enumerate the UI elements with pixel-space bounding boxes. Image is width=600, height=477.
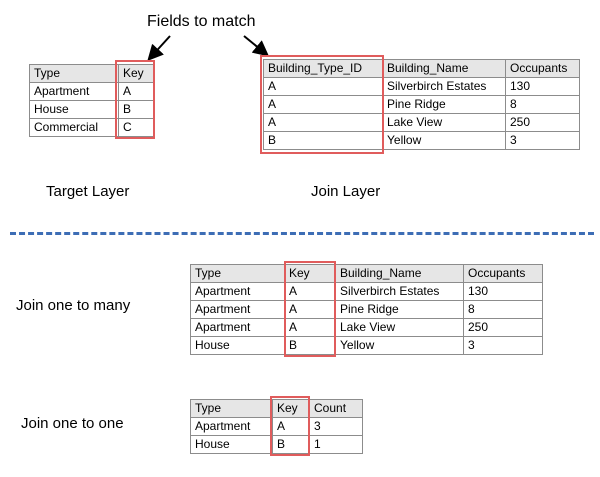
- header-cell: Building_Name: [382, 59, 506, 78]
- one-to-one-table: Type Key Count Apartment A 3 House B 1: [190, 399, 363, 454]
- table-row: A Pine Ridge 8: [263, 95, 580, 114]
- cell: 1: [309, 435, 363, 454]
- cell: 3: [309, 417, 363, 436]
- cell: Apartment: [190, 318, 285, 337]
- header-cell: Key: [272, 399, 310, 418]
- header-cell: Building_Name: [335, 264, 464, 283]
- table-row: Apartment A Silverbirch Estates 130: [190, 282, 543, 301]
- table-row: Apartment A Lake View 250: [190, 318, 543, 337]
- one-to-many-table: Type Key Building_Name Occupants Apartme…: [190, 264, 543, 355]
- cell: Apartment: [190, 282, 285, 301]
- header-cell: Type: [29, 64, 119, 83]
- cell: Lake View: [335, 318, 464, 337]
- cell: Apartment: [190, 417, 273, 436]
- header-cell: Count: [309, 399, 363, 418]
- cell: Pine Ridge: [335, 300, 464, 319]
- header-cell: Building_Type_ID: [263, 59, 383, 78]
- cell: Silverbirch Estates: [382, 77, 506, 96]
- join-layer-table: Building_Type_ID Building_Name Occupants…: [263, 59, 580, 150]
- cell: Yellow: [335, 336, 464, 355]
- cell: Yellow: [382, 131, 506, 150]
- arrow-to-building-type-id-column: [243, 35, 270, 57]
- cell: Pine Ridge: [382, 95, 506, 114]
- one-to-one-key-highlight: [270, 396, 310, 456]
- cell: House: [190, 435, 273, 454]
- section-divider: [10, 232, 594, 235]
- join-layer-caption: Join Layer: [311, 183, 381, 200]
- cell: House: [190, 336, 285, 355]
- cell: 8: [505, 95, 580, 114]
- target-layer-caption: Target Layer: [46, 183, 130, 200]
- header-cell: Key: [284, 264, 336, 283]
- annotation-arrows: [147, 35, 270, 61]
- table-row: House B: [29, 100, 154, 119]
- table-row: Commercial C: [29, 118, 154, 137]
- table-row: Apartment A 3: [190, 417, 363, 436]
- arrow-to-key-column: [147, 35, 171, 61]
- cell: 3: [463, 336, 543, 355]
- one-to-one-caption: Join one to one: [21, 415, 124, 432]
- one-to-many-caption: Join one to many: [16, 297, 131, 314]
- table-header-row: Building_Type_ID Building_Name Occupants: [263, 59, 580, 78]
- table-row: House B 1: [190, 435, 363, 454]
- one-to-many-key-highlight: [284, 261, 336, 357]
- header-cell: Type: [190, 399, 273, 418]
- target-layer-table: Type Key Apartment A House B Commercial …: [29, 64, 154, 137]
- table-header-row: Type Key Building_Name Occupants: [190, 264, 543, 283]
- cell: 130: [505, 77, 580, 96]
- fields-to-match-label: Fields to match: [147, 13, 256, 30]
- cell: 3: [505, 131, 580, 150]
- cell: 130: [463, 282, 543, 301]
- cell: 8: [463, 300, 543, 319]
- header-cell: Occupants: [463, 264, 543, 283]
- header-cell: Occupants: [505, 59, 580, 78]
- table-row: Apartment A Pine Ridge 8: [190, 300, 543, 319]
- building-type-id-column-highlight: [260, 55, 384, 154]
- cell: 250: [463, 318, 543, 337]
- cell: Silverbirch Estates: [335, 282, 464, 301]
- cell: Apartment: [29, 82, 119, 101]
- table-row: B Yellow 3: [263, 131, 580, 150]
- cell: B: [272, 435, 310, 454]
- cell: Apartment: [190, 300, 285, 319]
- cell: Commercial: [29, 118, 119, 137]
- cell: House: [29, 100, 119, 119]
- table-row: House B Yellow 3: [190, 336, 543, 355]
- header-cell: Type: [190, 264, 285, 283]
- key-column-highlight: [115, 60, 155, 139]
- cell: Lake View: [382, 113, 506, 132]
- cell: 250: [505, 113, 580, 132]
